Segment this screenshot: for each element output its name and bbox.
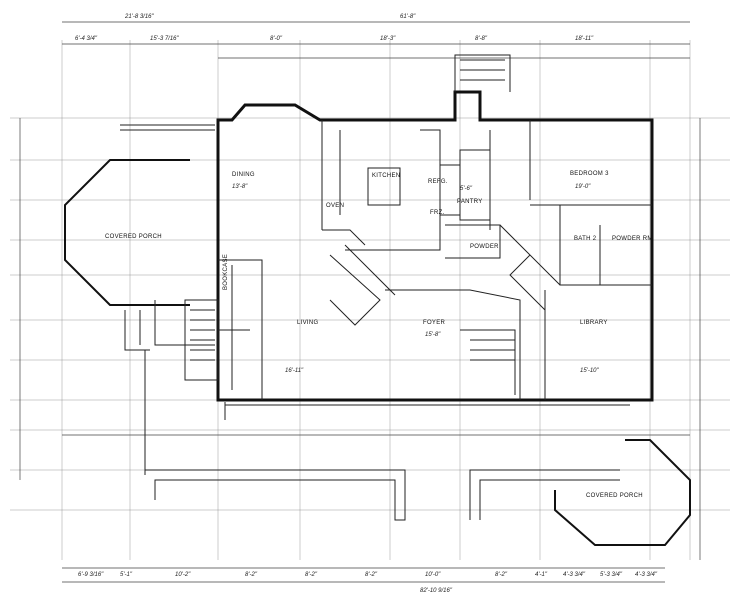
grid-lines [10,40,730,560]
svg-text:6'-9 3/16": 6'-9 3/16" [78,572,104,578]
svg-text:10'-2": 10'-2" [175,572,191,578]
label-dining: DINING [232,172,255,178]
front-porch [145,402,691,546]
svg-text:82'-10 9/16": 82'-10 9/16" [420,588,453,594]
svg-text:10'-0": 10'-0" [425,572,441,578]
label-library: LIBRARY [580,320,608,326]
label-bedroom3: BEDROOM 3 [570,171,609,177]
label-kitchen: KITCHEN [372,173,400,179]
svg-text:5'-1": 5'-1" [120,572,133,578]
svg-text:4'-3 3/4": 4'-3 3/4" [563,572,586,578]
dimension-labels: 21'-8 3/16" 61'-8" 6'-4 3/4" 15'-3 7/16"… [75,14,658,594]
exterior-walls [216,54,654,402]
svg-text:8'-2": 8'-2" [245,572,258,578]
label-powder-rm: POWDER RM [612,236,653,242]
svg-text:4'-1": 4'-1" [535,572,548,578]
label-library-size: 15'-10" [580,368,599,374]
label-foyer: FOYER [423,320,446,326]
label-foyer-size: 15'-8" [425,332,441,338]
label-living: LIVING [297,320,319,326]
room-labels: DINING 13'-8" KITCHEN REFG. FRZ. OVEN PA… [105,171,653,499]
label-powder: POWDER [470,244,499,250]
svg-text:18'-11": 18'-11" [575,36,594,42]
svg-text:6'-4 3/4": 6'-4 3/4" [75,36,98,42]
label-covered-porch-right: COVERED PORCH [586,493,643,499]
svg-text:8'-2": 8'-2" [495,572,508,578]
label-oven: OVEN [326,203,344,209]
label-refrigerator: REFG. [428,179,448,185]
svg-text:4'-3 3/4": 4'-3 3/4" [635,572,658,578]
svg-text:8'-0": 8'-0" [270,36,283,42]
dimension-lines [19,21,701,583]
label-bath2: BATH 2 [574,236,597,242]
svg-text:8'-8": 8'-8" [475,36,488,42]
svg-text:15'-3 7/16": 15'-3 7/16" [150,36,179,42]
svg-text:8'-2": 8'-2" [365,572,378,578]
label-bedroom3-size: 19'-0" [575,184,591,190]
label-covered-porch-left: COVERED PORCH [105,234,162,240]
label-living-size: 16'-11" [285,368,304,374]
svg-text:61'-8": 61'-8" [400,14,416,20]
svg-text:18'-3": 18'-3" [380,36,396,42]
svg-text:8'-2": 8'-2" [305,572,318,578]
label-freezer: FRZ. [430,210,445,216]
label-pantry-size: 5'-6" [460,186,473,192]
label-dining-size: 13'-8" [232,184,248,190]
label-pantry: PANTRY [457,199,483,205]
label-bookcase: BOOKCASE [223,254,229,290]
interior-walls [218,120,652,400]
svg-text:5'-3 3/4": 5'-3 3/4" [600,572,623,578]
left-covered-porch [64,124,219,475]
svg-text:21'-8 3/16": 21'-8 3/16" [124,14,154,20]
